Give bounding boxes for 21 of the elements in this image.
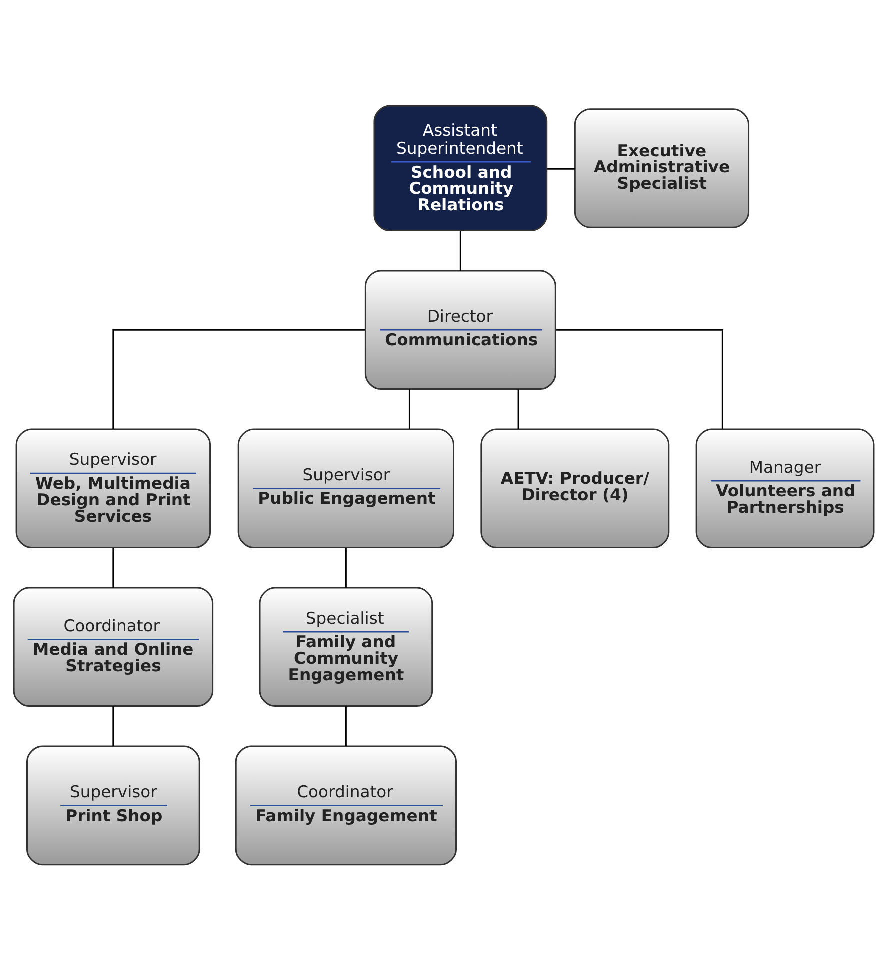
connector xyxy=(517,390,519,430)
node-box: Coordinator Family Engagement xyxy=(234,746,457,866)
node-box: Executive Administrative Specialist xyxy=(574,108,750,228)
connector xyxy=(112,329,365,430)
connector xyxy=(344,548,346,588)
node-box: Coordinator Media and Online Strategies xyxy=(12,587,214,708)
node-box: Assistant Superintendent School and Community Relations xyxy=(373,105,548,232)
node-box: Supervisor Print Shop xyxy=(26,746,200,866)
connector xyxy=(408,390,410,430)
node-box: Manager Volunteers and Partnerships xyxy=(695,428,874,549)
connector xyxy=(546,168,574,170)
node-box: Director Communications xyxy=(364,270,556,390)
connector xyxy=(344,706,346,746)
connector xyxy=(556,329,723,430)
connector xyxy=(112,706,114,746)
node-box: AETV: Producer/ Director (4) xyxy=(480,428,670,549)
node-box: Supervisor Web, Multimedia Design and Print Services xyxy=(15,428,211,549)
connector xyxy=(459,230,461,271)
node-box: Specialist Family and Community Engagement xyxy=(258,587,433,708)
connector xyxy=(112,548,114,588)
node-box: Supervisor Public Engagement xyxy=(237,428,454,549)
